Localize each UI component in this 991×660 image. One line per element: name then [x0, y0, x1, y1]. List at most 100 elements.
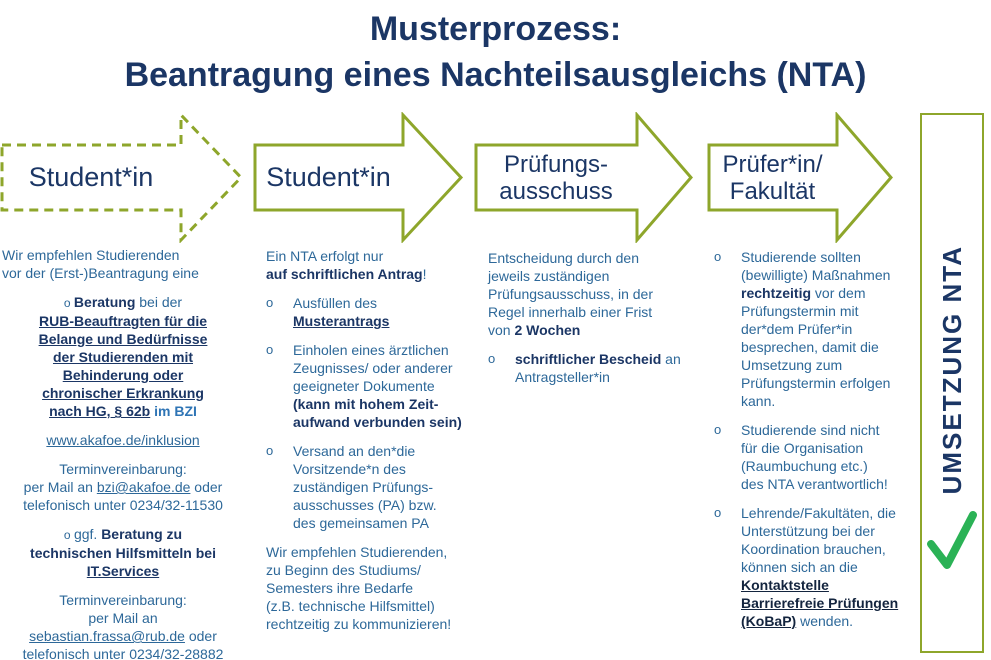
text-segment: ausschusses (PA) bzw.	[293, 497, 437, 513]
text-segment: Semesters ihre Bedarfe	[266, 580, 414, 596]
text-segment: technischen Hilfsmitteln bei	[30, 545, 216, 561]
text-segment: ggf.	[73, 526, 102, 542]
link-frassa-email[interactable]: sebastian.frassa@rub.de	[29, 628, 185, 644]
text-link[interactable]: nach HG, § 62b	[49, 403, 151, 419]
process-arrow-1-dashed	[0, 112, 244, 243]
text-segment: wenden.	[796, 613, 854, 629]
text-segment: kann.	[741, 393, 776, 409]
bullet-marker: o	[266, 342, 274, 357]
text-segment: zu Beginn des Studiums/	[266, 562, 421, 578]
arrow-label-student-1: Student*in	[28, 162, 154, 192]
text-segment: Versand an den*die	[293, 443, 416, 459]
column-pruefer-fakultaet: o Studierende sollten(bewilligte) Maßnahm…	[714, 248, 912, 630]
text-segment: können sich an die	[741, 559, 858, 575]
block-content: Studierende sind nicht für die Organisati…	[741, 421, 888, 493]
text-segment: Zeugnisses/ oder anderer	[293, 360, 453, 376]
bullet-marker: o	[714, 422, 722, 437]
text-segment: 2 Wochen	[514, 322, 581, 338]
umsetzung-label: UMSETZUNG NTA	[936, 245, 967, 495]
text-segment: zuständigen Prüfungs-	[293, 479, 434, 495]
text-segment: des NTA verantwortlich!	[741, 476, 888, 492]
text-segment: Studierende sind nicht	[741, 422, 880, 438]
column-student-beratung: Wir empfehlen Studierenden vor der (Erst-…	[2, 246, 244, 660]
text-segment: Wir empfehlen Studierenden	[2, 247, 180, 263]
text-block: Terminvereinbarung:per Mail an bzi@akafo…	[2, 460, 244, 514]
text-block: o ggf. Beratung zu technischen Hilfsmitte…	[2, 525, 244, 580]
block-content: Terminvereinbarung:per Mail an bzi@akafo…	[2, 460, 244, 514]
text-segment: oder	[184, 628, 217, 644]
text-segment: besprechen, damit die	[741, 339, 879, 355]
text-segment: Ausfüllen des	[293, 295, 378, 311]
page-title: Musterprozess: Beantragung eines Nachtei…	[0, 6, 991, 98]
text-link[interactable]: Behinderung oder	[62, 367, 184, 383]
text-segment: (z.B. technische Hilfsmittel)	[266, 598, 435, 614]
text-segment: für die Organisation	[741, 440, 864, 456]
bullet-marker: o	[714, 249, 722, 264]
text-segment: telefonisch unter 0234/32-28882	[22, 646, 224, 660]
text-segment: (kann mit hohem Zeit-	[293, 396, 439, 412]
arrow-label-pruefer-fakultaet: Prüfer*in/ Fakultät	[722, 150, 823, 205]
text-segment: schriftlicher Bescheid	[515, 351, 662, 367]
block-content: Studierende sollten(bewilligte) Maßnahme…	[741, 248, 890, 410]
text-block: o Studierende sollten(bewilligte) Maßnahm…	[714, 248, 912, 410]
text-link[interactable]: chronischer Erkrankung	[42, 385, 204, 401]
column-pruefungsausschuss: Entscheidung durch den jeweils zuständige…	[488, 249, 702, 386]
text-segment: Lehrende/Fakultäten, die	[741, 505, 896, 521]
text-segment: Studierende sollten	[741, 249, 861, 265]
text-link[interactable]: der Studierenden mit	[52, 349, 194, 365]
text-segment: rechtzeitig	[741, 285, 812, 301]
text-segment: Terminvereinbarung:	[59, 592, 187, 608]
text-segment: auf schriftlichen Antrag	[266, 266, 423, 282]
text-segment: vor der (Erst-)Beantragung eine	[2, 265, 199, 281]
link-akafoe-inklusion[interactable]: www.akafoe.de/inklusion	[46, 432, 200, 448]
text-segment: von	[488, 322, 515, 338]
text-block: Wir empfehlen Studierenden vor der (Erst-…	[2, 246, 244, 282]
title-line2: Beantragung eines Nachteilsausgleichs (N…	[124, 56, 867, 94]
text-segment: jeweils zuständigen	[488, 268, 610, 284]
text-segment: Terminvereinbarung:	[59, 461, 187, 477]
text-segment: Koordination brauchen,	[741, 541, 886, 557]
text-segment: Beratung	[73, 294, 136, 310]
title-line1: Musterprozess:	[369, 10, 622, 48]
bullet-marker: o	[488, 351, 496, 366]
process-arrow-4	[707, 112, 893, 243]
text-segment: oder	[190, 479, 223, 495]
block-content: Entscheidung durch den jeweils zuständige…	[488, 249, 702, 339]
text-segment: Vorsitzende*n des	[293, 461, 406, 477]
process-arrow-3	[474, 112, 693, 243]
block-content: Wir empfehlen Studierenden vor der (Erst-…	[2, 246, 244, 282]
text-segment: rechtzeitig zu kommunizieren!	[266, 616, 452, 632]
link-kobap[interactable]: Kontaktstelle	[741, 577, 829, 593]
text-link[interactable]: (KoBaP)	[741, 613, 797, 629]
link-it-services[interactable]: IT.Services	[86, 563, 160, 579]
text-block: o Studierende sind nicht für die Organisat…	[714, 421, 912, 493]
umsetzung-panel: UMSETZUNG NTA	[920, 113, 984, 653]
text-segment: der*dem Prüfer*in	[741, 321, 853, 337]
text-link[interactable]: Barrierefreie Prüfungen	[741, 595, 899, 611]
text-segment: Einholen eines ärztlichen	[293, 342, 449, 358]
text-link[interactable]: Belange und Bedürfnisse	[38, 331, 208, 347]
text-segment: (Raumbuchung etc.)	[741, 458, 868, 474]
text-segment: Entscheidung durch den	[488, 250, 639, 266]
block-content: Wir empfehlen Studierenden,zu Beginn des…	[266, 543, 482, 633]
link-musterantrag[interactable]: Musterantrags	[293, 313, 390, 329]
text-segment: o	[63, 528, 74, 542]
text-segment: Regel innerhalb einer Frist	[488, 304, 653, 320]
link-bzi-email[interactable]: bzi@akafoe.de	[96, 479, 191, 495]
text-segment: Beratung zu	[101, 526, 183, 542]
link-rub-beauftragte[interactable]: RUB-Beauftragten für die	[38, 313, 207, 329]
